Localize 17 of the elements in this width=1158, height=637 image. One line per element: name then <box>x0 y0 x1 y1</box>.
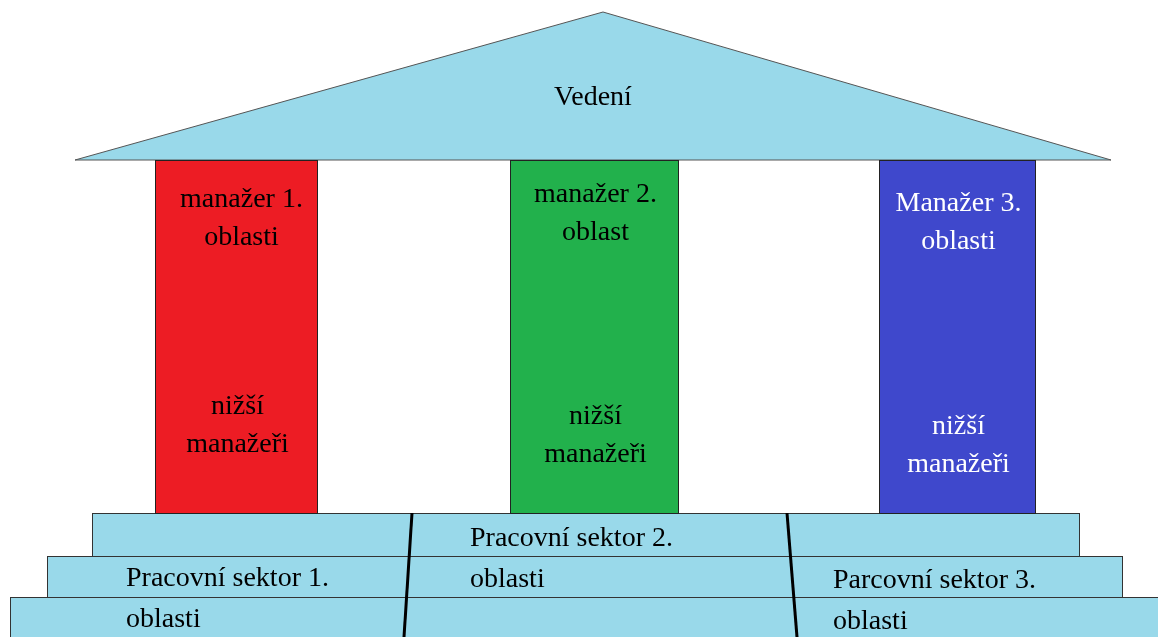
column-heading: manažer 1. oblasti <box>179 181 304 253</box>
column-text: nižší manažeři <box>185 388 290 460</box>
sector-label: Pracovní sektor 2. oblasti <box>470 520 674 595</box>
column-text: nižší manažeři <box>543 398 648 470</box>
pillar-column <box>879 160 1036 514</box>
step-bar <box>92 513 1080 557</box>
column-text: nižší manažeři <box>906 408 1011 480</box>
step-bar <box>10 597 1158 637</box>
pillar-column <box>510 160 679 514</box>
step-bar <box>47 556 1123 598</box>
pillar-column <box>155 160 318 514</box>
sector-label: Parcovní sektor 3. oblasti <box>833 562 1037 637</box>
sector-label: Pracovní sektor 1. oblasti <box>126 560 330 635</box>
column-heading: Manažer 3. oblasti <box>894 185 1023 257</box>
roof-title: Vedení <box>553 79 633 113</box>
roof-triangle <box>74 11 1112 161</box>
column-heading: manažer 2. oblast <box>533 176 658 248</box>
